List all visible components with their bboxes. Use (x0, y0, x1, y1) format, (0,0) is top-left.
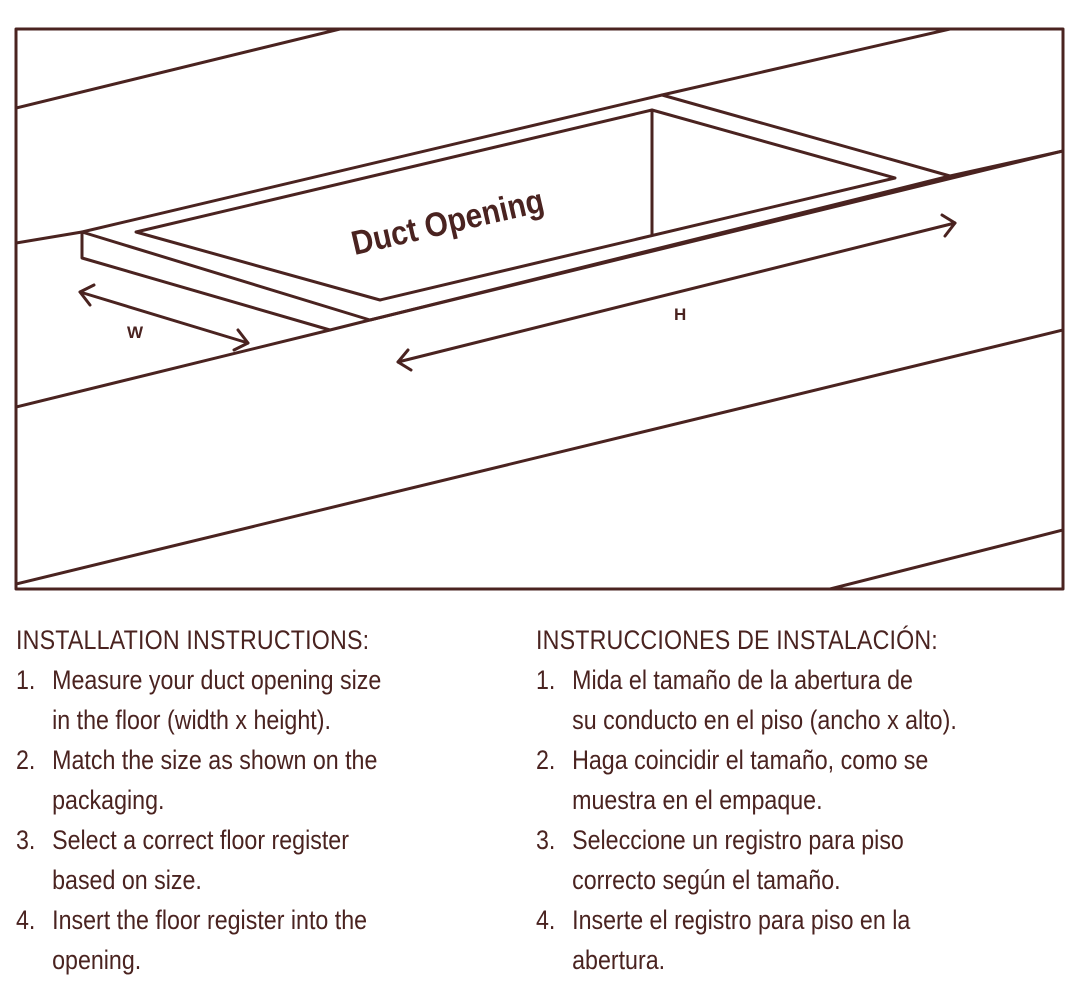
step-text: Seleccione un registro para piso correct… (572, 820, 1052, 900)
spanish-step-2: 2. Haga coincidir el tamaño, como se mue… (536, 740, 1052, 820)
duct-opening-diagram: Duct Opening W H (14, 27, 1065, 591)
step-line: su conducto en el piso (ancho x alto). (572, 705, 957, 735)
step-line: Insert the floor register into the (52, 905, 368, 935)
height-label: H (674, 305, 686, 324)
step-text: Haga coincidir el tamaño, como se muestr… (572, 740, 1052, 820)
diagram-frame (14, 27, 1065, 591)
step-number: 4. (16, 905, 36, 935)
spanish-steps: 1. Mida el tamaño de la abertura de su c… (536, 660, 1052, 980)
english-step-4: 4. Insert the floor register into the op… (16, 900, 498, 980)
step-number: 4. (536, 905, 556, 935)
step-line: Measure your duct opening size (52, 665, 382, 695)
step-line: Inserte el registro para piso en la (572, 905, 911, 935)
step-line: muestra en el empaque. (572, 785, 823, 815)
floor-boards (16, 29, 1063, 589)
spanish-step-3: 3. Seleccione un registro para piso corr… (536, 820, 1052, 900)
step-line: based on size. (52, 865, 202, 895)
step-number: 2. (536, 745, 556, 775)
english-step-2: 2. Match the size as shown on the packag… (16, 740, 498, 820)
step-line: packaging. (52, 785, 165, 815)
english-steps: 1. Measure your duct opening size in the… (16, 660, 498, 980)
step-number: 3. (16, 825, 36, 855)
duct-opening-label: Duct Opening (348, 181, 548, 262)
step-number: 2. (16, 745, 36, 775)
step-line: abertura. (572, 945, 666, 975)
step-text: Match the size as shown on the packaging… (52, 740, 497, 820)
step-text: Measure your duct opening size in the fl… (52, 660, 497, 740)
spanish-heading: INSTRUCCIONES DE INSTALACIÓN: (536, 625, 938, 655)
english-instructions: INSTALLATION INSTRUCTIONS: 1. Measure yo… (16, 620, 498, 980)
spanish-step-4: 4. Inserte el registro para piso en la a… (536, 900, 1052, 980)
english-step-1: 1. Measure your duct opening size in the… (16, 660, 498, 740)
step-text: Mida el tamaño de la abertura de su cond… (572, 660, 1052, 740)
width-label: W (127, 323, 144, 342)
english-step-3: 3. Select a correct floor register based… (16, 820, 498, 900)
step-line: Haga coincidir el tamaño, como se (572, 745, 929, 775)
floor-board-line (828, 528, 1063, 589)
step-line: Seleccione un registro para piso (572, 825, 904, 855)
step-line: Select a correct floor register (52, 825, 349, 855)
step-line: in the floor (width x height). (52, 705, 331, 735)
step-line: opening. (52, 945, 142, 975)
floor-board-line (16, 230, 84, 245)
step-line: correcto según el tamaño. (572, 865, 841, 895)
duct-flange-edge (80, 230, 372, 322)
height-arrow (396, 213, 957, 372)
duct-opening-inner (134, 108, 897, 302)
floor-board-line (16, 328, 1063, 586)
floor-board-line (16, 328, 332, 409)
floor-board-line (16, 29, 342, 110)
spanish-step-1: 1. Mida el tamaño de la abertura de su c… (536, 660, 1052, 740)
step-number: 1. (16, 665, 36, 695)
width-arrow (78, 283, 250, 352)
spanish-instructions: INSTRUCCIONES DE INSTALACIÓN: 1. Mida el… (536, 620, 1052, 980)
floor-board-line (660, 29, 952, 97)
step-line: Match the size as shown on the (52, 745, 378, 775)
step-text: Select a correct floor register based on… (52, 820, 497, 900)
step-text: Inserte el registro para piso en la aber… (572, 900, 1052, 980)
step-number: 1. (536, 665, 556, 695)
step-number: 3. (536, 825, 556, 855)
step-text: Insert the floor register into the openi… (52, 900, 497, 980)
english-heading: INSTALLATION INSTRUCTIONS: (16, 625, 370, 655)
step-line: Mida el tamaño de la abertura de (572, 665, 913, 695)
